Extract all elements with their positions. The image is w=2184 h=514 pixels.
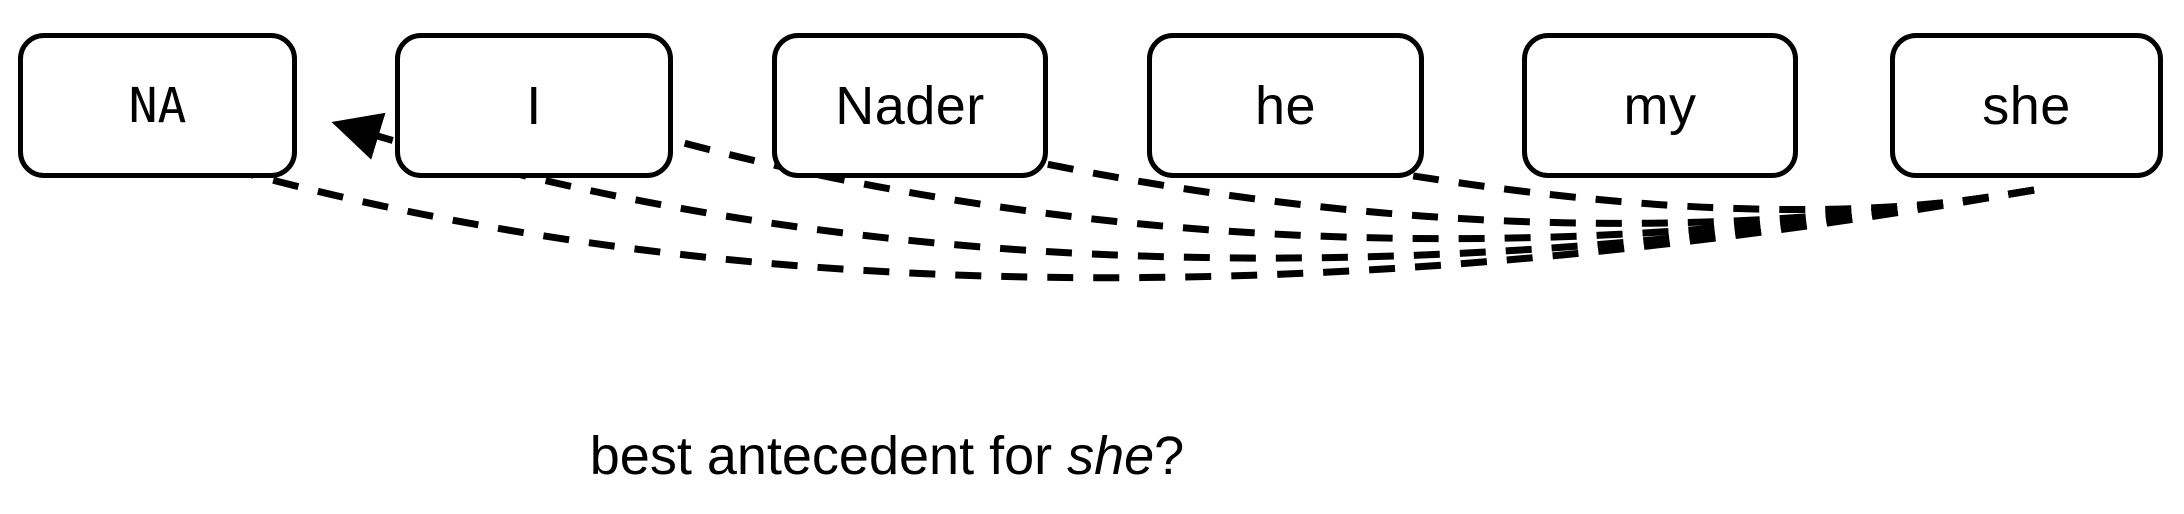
node-box-he[interactable]: he (1147, 33, 1424, 178)
edge-arrow-he (871, 112, 2035, 227)
node-label-she: she (1982, 75, 2071, 136)
caption: best antecedent for she? (0, 428, 2184, 485)
node-label-i: I (526, 75, 542, 136)
node-label-na: NA (128, 77, 187, 134)
caption-prefix: best antecedent for (589, 426, 1068, 486)
node-box-nader[interactable]: Nader (772, 33, 1048, 178)
node-box-she[interactable]: she (1890, 33, 2163, 178)
node-box-na[interactable]: NA (18, 33, 297, 178)
node-box-i[interactable]: I (395, 33, 673, 178)
node-box-my[interactable]: my (1522, 33, 1798, 178)
caption-inner: best antecedent for she? (590, 428, 1184, 485)
node-label-he: he (1254, 75, 1317, 136)
caption-suffix: ? (1154, 426, 1185, 486)
node-label-nader: Nader (835, 75, 985, 136)
caption-emphasis: she (1067, 426, 1155, 486)
node-label-my: my (1623, 75, 1697, 136)
